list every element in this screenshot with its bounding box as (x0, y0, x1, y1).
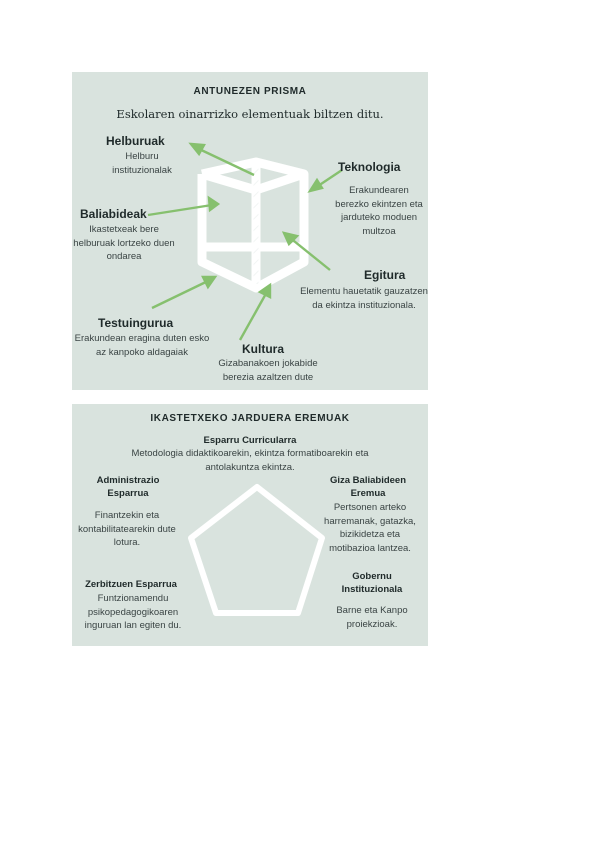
areas-title: IKASTETXEKO JARDUERA EREMUAK (150, 413, 350, 424)
arrow-baliabideak (147, 195, 221, 217)
desc-egitura: Elementu hauetatik gauzatzen da ekintza … (300, 286, 428, 311)
label-giza: Giza Baliabideen Eremua (329, 475, 407, 499)
arrow-kultura (238, 282, 272, 341)
label-egitura: Egitura (364, 268, 406, 282)
label-curricular: Esparru Curricularra (203, 435, 297, 446)
pentagon-diagram (188, 484, 325, 616)
label-zerbitzuen: Zerbitzuen Esparrua (85, 579, 177, 590)
arrow-helburuak (188, 142, 255, 177)
prism-subtitle: Eskolaren oinarrizko elementuak biltzen … (116, 107, 384, 121)
desc-zerbitzuen: Funtzionamendu psikopedagogikoaren ingur… (84, 593, 182, 631)
label-gobernu: Gobernu Instituzionala (341, 571, 403, 595)
label-baliabideak: Baliabideak (80, 207, 147, 221)
desc-helburuak: Helburu instituzionalak (112, 151, 172, 176)
desc-gobernu: Barne eta Kanpo proiekzioak. (336, 605, 408, 630)
arrow-testuingurua (151, 275, 218, 310)
label-teknologia: Teknologia (338, 160, 401, 174)
label-testuingurua: Testuingurua (98, 316, 174, 330)
desc-curricular: Metodologia didaktikoarekin, ekintza for… (131, 448, 369, 473)
arrow-teknologia (307, 169, 343, 193)
desc-baliabideak: Ikastetxeak bere helburuak lortzeko duen… (73, 224, 175, 262)
pentagon-shape (188, 484, 325, 616)
desc-administrazio: Finantzekin eta kontabilitatearekin dute… (78, 510, 176, 548)
label-administrazio: Administrazio Esparrua (96, 475, 160, 499)
prism-panel: ANTUNEZEN PRISMA Eskolaren oinarrizko el… (72, 72, 428, 390)
desc-kultura: Gizabanakoen jokabide berezia azaltzen d… (218, 358, 318, 383)
desc-giza: Pertsonen arteko harremanak, gatazka, bi… (324, 502, 416, 554)
prism-shape (197, 157, 309, 293)
label-kultura: Kultura (242, 342, 284, 356)
desc-teknologia: Erakundearen berezko ekintzen eta jardut… (335, 185, 423, 237)
prism-diagram (147, 142, 343, 341)
prism-title: ANTUNEZEN PRISMA (193, 86, 307, 97)
prism-arrows (147, 142, 343, 341)
arrow-egitura (281, 231, 331, 271)
desc-testuingurua: Erakundean eragina duten esko az kanpoko… (74, 333, 210, 358)
areas-panel: IKASTETXEKO JARDUERA EREMUAK Esparru Cur… (72, 404, 428, 646)
label-helburuak: Helburuak (106, 134, 165, 148)
